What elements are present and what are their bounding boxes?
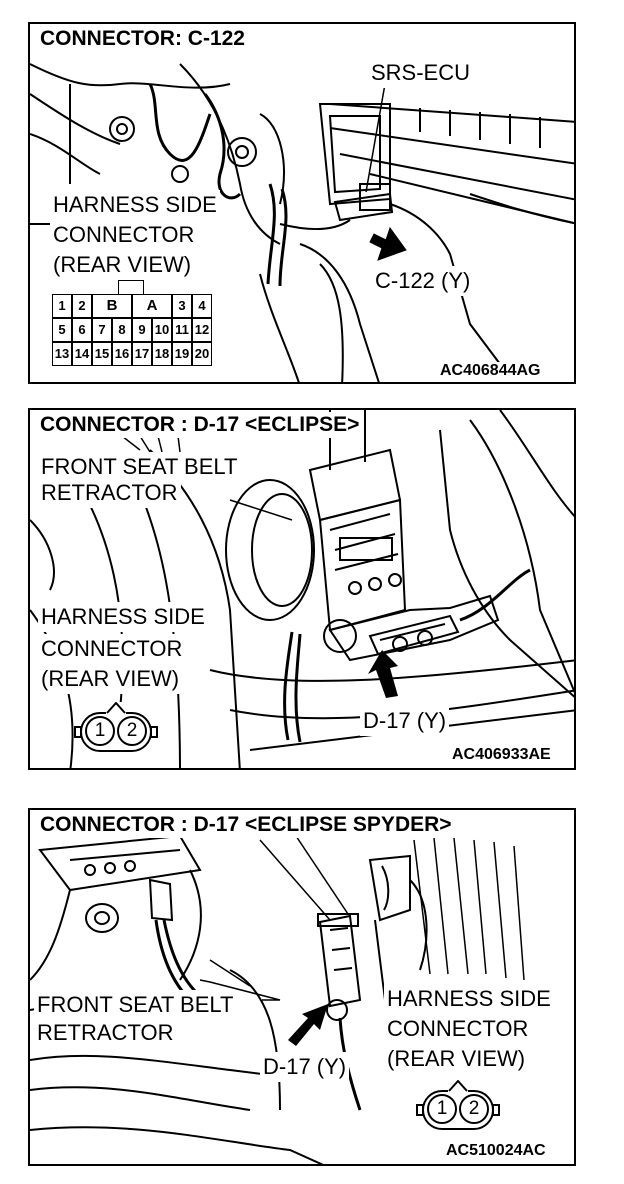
pin-cell: 18 (152, 342, 172, 366)
panel-title: CONNECTOR : D-17 <ECLIPSE SPYDER> (38, 812, 456, 838)
pin-1: 1 (427, 1094, 457, 1124)
panel-title: CONNECTOR : D-17 <ECLIPSE> (38, 412, 364, 438)
connector-label: CONNECTOR (38, 634, 186, 664)
connector-ear (416, 1104, 424, 1116)
pin-cell: 3 (172, 294, 192, 318)
retractor-label: RETRACTOR (34, 1018, 177, 1048)
connector-lock-tab (106, 702, 126, 714)
srs-ecu-illustration (30, 63, 574, 382)
retractor-label: RETRACTOR (38, 478, 181, 508)
pin-cell: 9 (132, 318, 152, 342)
panel-title: CONNECTOR: C-122 (38, 26, 249, 52)
connector-id-label: D-17 (Y) (260, 1052, 350, 1082)
connector-d17-pinout: 1 2 (72, 702, 162, 760)
seat-belt-retractor-spyder-illustration (30, 829, 525, 1164)
pin-cell: 19 (172, 342, 192, 366)
pin-cell: 14 (72, 342, 92, 366)
connector-latch (118, 280, 144, 294)
pin-cell: 15 (92, 342, 112, 366)
harness-side-label: HARNESS SIDE (384, 984, 554, 1014)
harness-side-label: HARNESS SIDE (50, 190, 220, 220)
pin-2: 2 (459, 1094, 489, 1124)
connector-d17-pinout: 1 2 (414, 1080, 504, 1138)
harness-side-label: HARNESS SIDE (38, 602, 208, 632)
pin-1: 1 (85, 716, 115, 746)
connector-ear (74, 726, 82, 738)
rear-view-label: (REAR VIEW) (38, 664, 183, 694)
panel-connector-d17-eclipse: CONNECTOR : D-17 <ECLIPSE> FRONT SEAT BE… (28, 408, 576, 770)
pin-cell: 1 (52, 294, 72, 318)
pin-cell: 10 (152, 318, 172, 342)
pin-cell: 4 (192, 294, 212, 318)
pin-cell: 11 (172, 318, 192, 342)
pin-cell: 12 (192, 318, 212, 342)
figure-code: AC510024AC (444, 1142, 548, 1160)
connector-id-label: C-122 (Y) (372, 266, 474, 296)
pin-cell: 5 (52, 318, 72, 342)
rear-view-label: (REAR VIEW) (384, 1044, 529, 1074)
pin-cell: 8 (112, 318, 132, 342)
pin-cell: 17 (132, 342, 152, 366)
seat-belt-label: FRONT SEAT BELT (34, 990, 237, 1020)
pin-cell: B (92, 294, 132, 318)
pin-cell: 7 (92, 318, 112, 342)
pin-cell: A (132, 294, 172, 318)
connector-ear (150, 726, 158, 738)
connector-label: CONNECTOR (384, 1014, 532, 1044)
pin-cell: 13 (52, 342, 72, 366)
panel-connector-d17-eclipse-spyder: CONNECTOR : D-17 <ECLIPSE SPYDER> FRONT … (28, 808, 576, 1166)
connector-lock-tab (448, 1080, 468, 1092)
srs-ecu-label: SRS-ECU (368, 58, 474, 88)
seat-belt-label: FRONT SEAT BELT (38, 452, 241, 482)
pin-cell: 20 (192, 342, 212, 366)
pin-cell: 2 (72, 294, 92, 318)
figure-code: AC406844AG (438, 362, 543, 380)
figure-code: AC406933AE (450, 746, 553, 764)
pin-cell: 16 (112, 342, 132, 366)
panel-connector-c122: CONNECTOR: C-122 SRS-ECU HARNESS SIDE CO… (28, 22, 576, 384)
pin-2: 2 (117, 716, 147, 746)
rear-view-label: (REAR VIEW) (50, 250, 195, 280)
connector-ear (492, 1104, 500, 1116)
pin-cell: 6 (72, 318, 92, 342)
connector-c122-pinout: 1 2 B A 3 4 5 6 7 8 9 10 11 12 13 14 15 … (52, 280, 212, 372)
connector-label: CONNECTOR (50, 220, 198, 250)
connector-id-label: D-17 (Y) (360, 706, 450, 736)
